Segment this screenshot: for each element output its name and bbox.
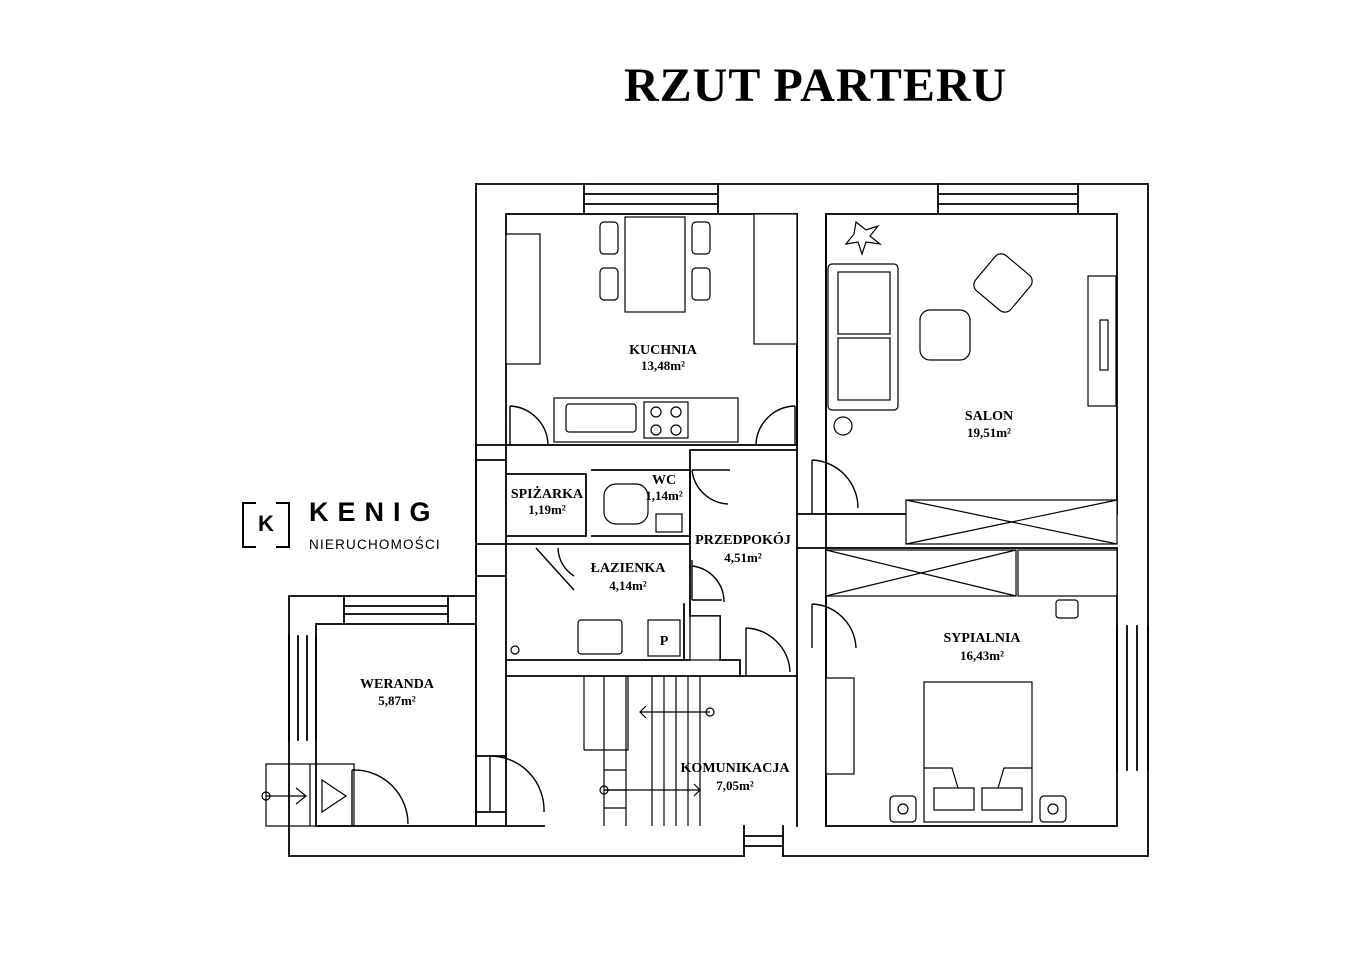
room-labels: KUCHNIA 13,48m² SALON 19,51m² WC 1,14m² … [360, 343, 1021, 793]
logo-letter: K [258, 511, 274, 536]
window-sypialnia [1116, 625, 1149, 771]
label-lazienka: ŁAZIENKA [591, 561, 667, 576]
area-przedpokoj: 4,51m² [724, 550, 762, 565]
kitchen-cabinet-right [753, 213, 798, 345]
logo-bracket-icon [242, 502, 290, 548]
chair-3 [691, 221, 711, 255]
wall-spizarka [505, 473, 587, 537]
area-weranda: 5,87m² [378, 693, 416, 708]
label-spizarka: SPIŻARKA [511, 485, 584, 502]
door-hall-lower [745, 627, 791, 676]
door-weranda [351, 769, 409, 826]
dining-table [624, 216, 686, 313]
shelf-sypialnia [825, 677, 855, 775]
outer-wall [475, 183, 1149, 857]
label-weranda: WERANDA [360, 677, 435, 692]
door-kitchen-right [755, 405, 796, 445]
chair-4 [691, 267, 711, 301]
label-salon: SALON [965, 409, 1013, 424]
door-komunikacja [489, 755, 545, 813]
wall-kitchen-bottom [475, 444, 507, 577]
desk [1017, 549, 1118, 597]
label-boiler: P [660, 634, 669, 649]
kitchen-cabinet-left [505, 233, 541, 365]
area-komunikacja: 7,05m² [716, 778, 754, 793]
label-sypialnia: SYPIALNIA [943, 631, 1021, 646]
label-kuchnia: KUCHNIA [629, 343, 698, 358]
stove [643, 401, 689, 439]
wall-sypialnia-left [796, 513, 827, 549]
door-kitchen-left [509, 405, 549, 445]
shelf-przedpokoj [689, 615, 721, 661]
door-spizarka-arc [535, 547, 575, 591]
logo-subtitle: NIERUCHOMOŚCI [309, 537, 441, 552]
label-komunikacja: KOMUNIKACJA [681, 761, 791, 776]
area-spizarka: 1,19m² [528, 502, 566, 517]
door-lazienka [691, 560, 725, 603]
area-salon: 19,51m² [967, 425, 1011, 440]
label-wc: WC [652, 473, 676, 488]
salon-furniture [827, 220, 1118, 545]
bathroom-fixtures [510, 483, 721, 661]
coffee-table [919, 309, 971, 361]
wc-sink [655, 513, 683, 533]
window-bottom [743, 825, 784, 857]
area-sypialnia: 16,43m² [960, 648, 1004, 663]
wall-stub [475, 755, 545, 827]
stairs [583, 676, 715, 826]
area-kuchnia: 13,48m² [641, 358, 685, 373]
weranda-steps [261, 763, 355, 827]
door-wc [691, 469, 730, 505]
boiler-box [647, 619, 681, 657]
label-przedpokoj: PRZEDPOKÓJ [695, 531, 791, 548]
wall-przedpokoj [689, 449, 798, 605]
window-kitchen [583, 183, 719, 215]
door-sypialnia [811, 603, 857, 649]
chair-2 [599, 267, 619, 301]
wc-toilet-area [603, 483, 649, 525]
logo-name: KENIG [309, 497, 440, 527]
window-salon [937, 183, 1079, 215]
weranda-walls [315, 623, 477, 827]
sypialnia-furniture [825, 549, 1118, 823]
area-lazienka: 4,14m² [609, 578, 647, 593]
armchair [973, 253, 1033, 313]
area-wc: 1,14m² [645, 488, 683, 503]
sink [565, 403, 637, 433]
bath-sink [577, 619, 623, 655]
window-weranda-left [288, 635, 317, 741]
wall-bath-right [683, 603, 691, 661]
kitchen-furniture [505, 213, 798, 443]
page-title-text: RZUT PARTERU [624, 59, 1008, 112]
door-salon [811, 459, 859, 514]
chair-1 [599, 221, 619, 255]
window-weranda-top [343, 595, 449, 625]
